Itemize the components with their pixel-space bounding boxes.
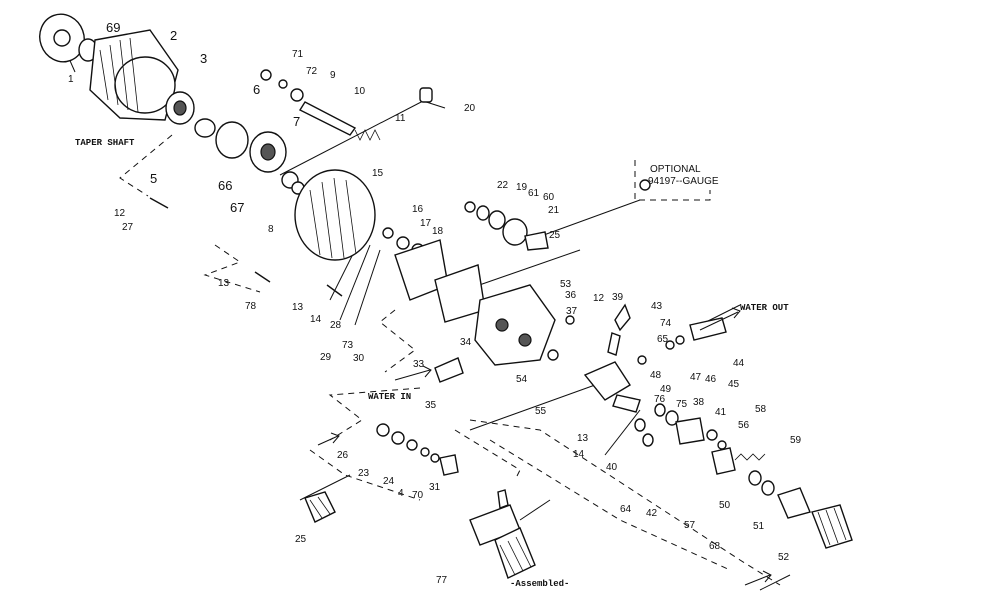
caption-water-in: WATER IN xyxy=(368,392,411,402)
part-label: 57 xyxy=(684,520,696,531)
part-label: 76 xyxy=(654,394,666,405)
part-label: 12 xyxy=(114,208,126,219)
part-label: 7 xyxy=(293,114,300,129)
caption-assembled: -Assembled- xyxy=(510,579,569,589)
part-label: 52 xyxy=(778,552,790,563)
part-label: 17 xyxy=(420,218,432,229)
part-label: 75 xyxy=(676,399,688,410)
part-label: 66 xyxy=(218,178,232,193)
part-label: 19 xyxy=(516,182,528,193)
part-label: 11 xyxy=(395,113,406,124)
part-label: 50 xyxy=(719,500,731,511)
part-label: 78 xyxy=(245,301,257,312)
part-label: 71 xyxy=(292,49,304,60)
part-label: 67 xyxy=(230,200,244,215)
part-label: 41 xyxy=(715,407,727,418)
part-label: 15 xyxy=(372,168,384,179)
part-label: 27 xyxy=(122,222,134,233)
part-label: 53 xyxy=(560,279,572,290)
part-label: 38 xyxy=(693,397,705,408)
part-label: 33 xyxy=(413,359,425,370)
caption-water-out: WATER OUT xyxy=(740,303,789,313)
part-label: 42 xyxy=(646,508,658,519)
part-label: 8 xyxy=(268,224,274,235)
part-label: 9 xyxy=(330,70,336,81)
part-label: 35 xyxy=(425,400,437,411)
part-label: 65 xyxy=(657,334,669,345)
flow-arrows xyxy=(317,307,772,586)
part-label: 34 xyxy=(460,337,472,348)
part-label: 72 xyxy=(306,66,318,77)
part-label: 70 xyxy=(412,490,424,501)
part-label: 12 xyxy=(593,293,605,304)
part-label: 13 xyxy=(218,278,230,289)
part-label: 64 xyxy=(620,504,632,515)
part-label: 48 xyxy=(650,370,662,381)
part-label: 10 xyxy=(354,86,366,97)
part-label: 37 xyxy=(566,306,578,317)
caption-gauge: 94197--GAUGE xyxy=(648,176,719,187)
part-label: 28 xyxy=(330,320,342,331)
part-label: 31 xyxy=(429,482,441,493)
pump-parts xyxy=(39,13,853,579)
part-label: 61 xyxy=(528,188,540,199)
part-label: 68 xyxy=(709,541,721,552)
manifold xyxy=(474,284,556,366)
pump-housing xyxy=(294,169,376,261)
part-label: 24 xyxy=(383,476,395,487)
part-label: 39 xyxy=(612,292,624,303)
part-label: 13 xyxy=(292,302,304,313)
part-label: 29 xyxy=(320,352,332,363)
part-label: 5 xyxy=(150,171,157,186)
part-label: 25 xyxy=(295,534,307,545)
part-label: 2 xyxy=(170,28,177,43)
part-label: 45 xyxy=(728,379,740,390)
caption-taper-shaft: TAPER SHAFT xyxy=(75,138,135,148)
assembled-unloader xyxy=(469,489,536,579)
part-label: 18 xyxy=(432,226,444,237)
part-label: 55 xyxy=(535,406,547,417)
part-label: 59 xyxy=(790,435,802,446)
part-label: 44 xyxy=(733,358,745,369)
caption-optional: OPTIONAL xyxy=(650,164,701,175)
part-label: 13 xyxy=(577,433,589,444)
part-label: 54 xyxy=(516,374,528,385)
captions: TAPER SHAFT OPTIONAL 94197--GAUGE WATER … xyxy=(75,138,789,589)
part-label: 58 xyxy=(755,404,767,415)
part-label: 36 xyxy=(565,290,577,301)
part-label: 25 xyxy=(549,230,561,241)
part-label: 60 xyxy=(543,192,555,203)
part-label: 30 xyxy=(353,353,365,364)
part-number-labels: 1 69 2 3 71 72 9 10 20 6 7 11 5 66 67 8 … xyxy=(68,20,802,586)
part-label: 40 xyxy=(606,462,618,473)
part-label: 73 xyxy=(342,340,354,351)
part-label: 3 xyxy=(200,51,207,66)
part-label: 51 xyxy=(753,521,765,532)
part-label: 20 xyxy=(464,103,476,114)
assembly-lines xyxy=(59,37,791,591)
part-label: 14 xyxy=(573,449,585,460)
part-label: 47 xyxy=(690,372,702,383)
part-label: 56 xyxy=(738,420,750,431)
part-label: 21 xyxy=(548,205,560,216)
part-label: 4 xyxy=(398,488,404,499)
part-label: 6 xyxy=(253,82,260,97)
part-label: 43 xyxy=(651,301,663,312)
part-label: 26 xyxy=(337,450,349,461)
crankcase-housing xyxy=(89,29,179,121)
part-label: 22 xyxy=(497,180,509,191)
part-label: 77 xyxy=(436,575,448,586)
part-label: 14 xyxy=(310,314,322,325)
part-label: 16 xyxy=(412,204,424,215)
part-label: 69 xyxy=(106,20,120,35)
part-label: 49 xyxy=(660,384,672,395)
part-label: 46 xyxy=(705,374,717,385)
part-label: 23 xyxy=(358,468,370,479)
part-label: 1 xyxy=(68,74,74,85)
part-label: 74 xyxy=(660,318,672,329)
